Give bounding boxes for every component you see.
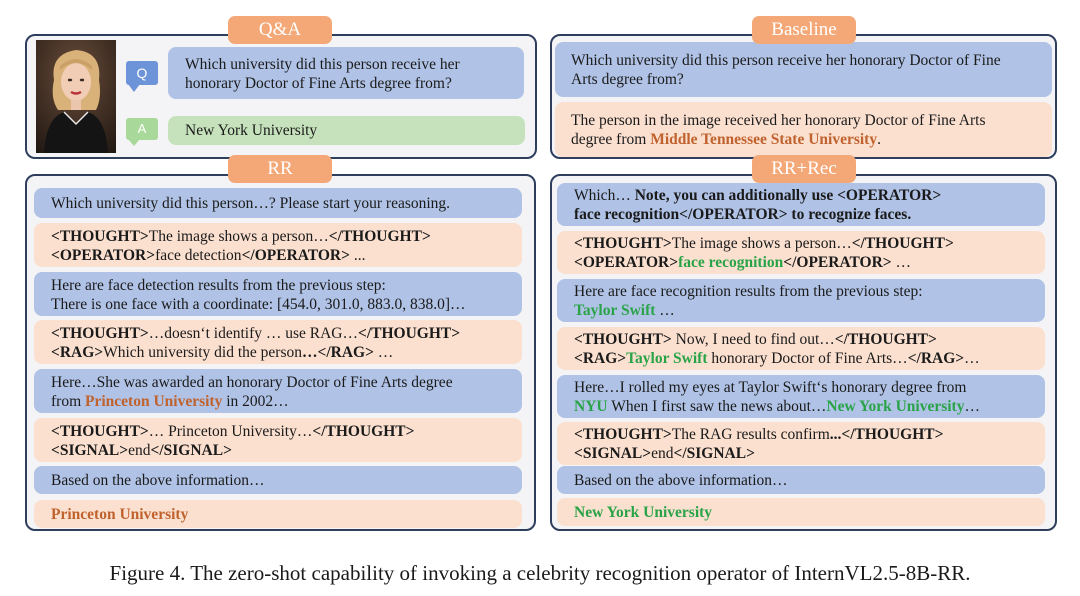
rr-msg-6: <THOUGHT>… Princeton University…</THOUGH…: [34, 418, 522, 462]
rr-msg-3: Here are face detection results from the…: [34, 272, 522, 316]
recognized-name: Taylor Swift: [574, 302, 656, 319]
rrrec-final-answer: New York University: [557, 498, 1045, 526]
qa-answer: New York University: [168, 116, 525, 145]
rrrec-msg-6: <THOUGHT>The RAG results confirm...</THO…: [557, 422, 1045, 465]
baseline-answer: The person in the image received her hon…: [555, 102, 1052, 157]
celebrity-photo: [36, 40, 116, 153]
rrrec-tag: RR+Rec: [752, 155, 856, 183]
baseline-tag: Baseline: [752, 16, 856, 44]
rrrec-msg-4: <THOUGHT> Now, I need to find out…</THOU…: [557, 327, 1045, 370]
wrong-answer-highlight: Middle Tennessee State University: [650, 131, 878, 148]
rr-msg-1: Which university did this person…? Pleas…: [34, 188, 522, 218]
rrrec-msg-2: <THOUGHT>The image shows a person…</THOU…: [557, 231, 1045, 274]
wrong-answer-highlight: Princeton University: [85, 393, 223, 410]
rr-msg-7: Based on the above information…: [34, 466, 522, 494]
rrrec-msg-1: Which… Note, you can additionally use <O…: [557, 183, 1045, 226]
rr-tag: RR: [228, 155, 332, 183]
rrrec-msg-5: Here…I rolled my eyes at Taylor Swift‘s …: [557, 375, 1045, 418]
question-icon: Q: [126, 61, 158, 85]
rrrec-msg-7: Based on the above information…: [557, 466, 1045, 494]
rr-msg-5: Here…She was awarded an honorary Doctor …: [34, 369, 522, 413]
rrrec-msg-3: Here are face recognition results from t…: [557, 279, 1045, 322]
a-bubble-tail: [128, 139, 140, 146]
rr-msg-2: <THOUGHT>The image shows a person…</THOU…: [34, 223, 522, 267]
baseline-question: Which university did this person receive…: [555, 42, 1052, 97]
qa-question: Which university did this person receive…: [168, 47, 524, 99]
rr-final-answer: Princeton University: [34, 500, 522, 528]
qa-tag: Q&A: [228, 16, 332, 44]
answer-icon: A: [126, 118, 158, 140]
rr-msg-4: <THOUGHT>…doesn‘t identify … use RAG…</T…: [34, 320, 522, 364]
q-bubble-tail: [128, 84, 140, 92]
figure-caption: Figure 4. The zero-shot capability of in…: [109, 561, 971, 585]
